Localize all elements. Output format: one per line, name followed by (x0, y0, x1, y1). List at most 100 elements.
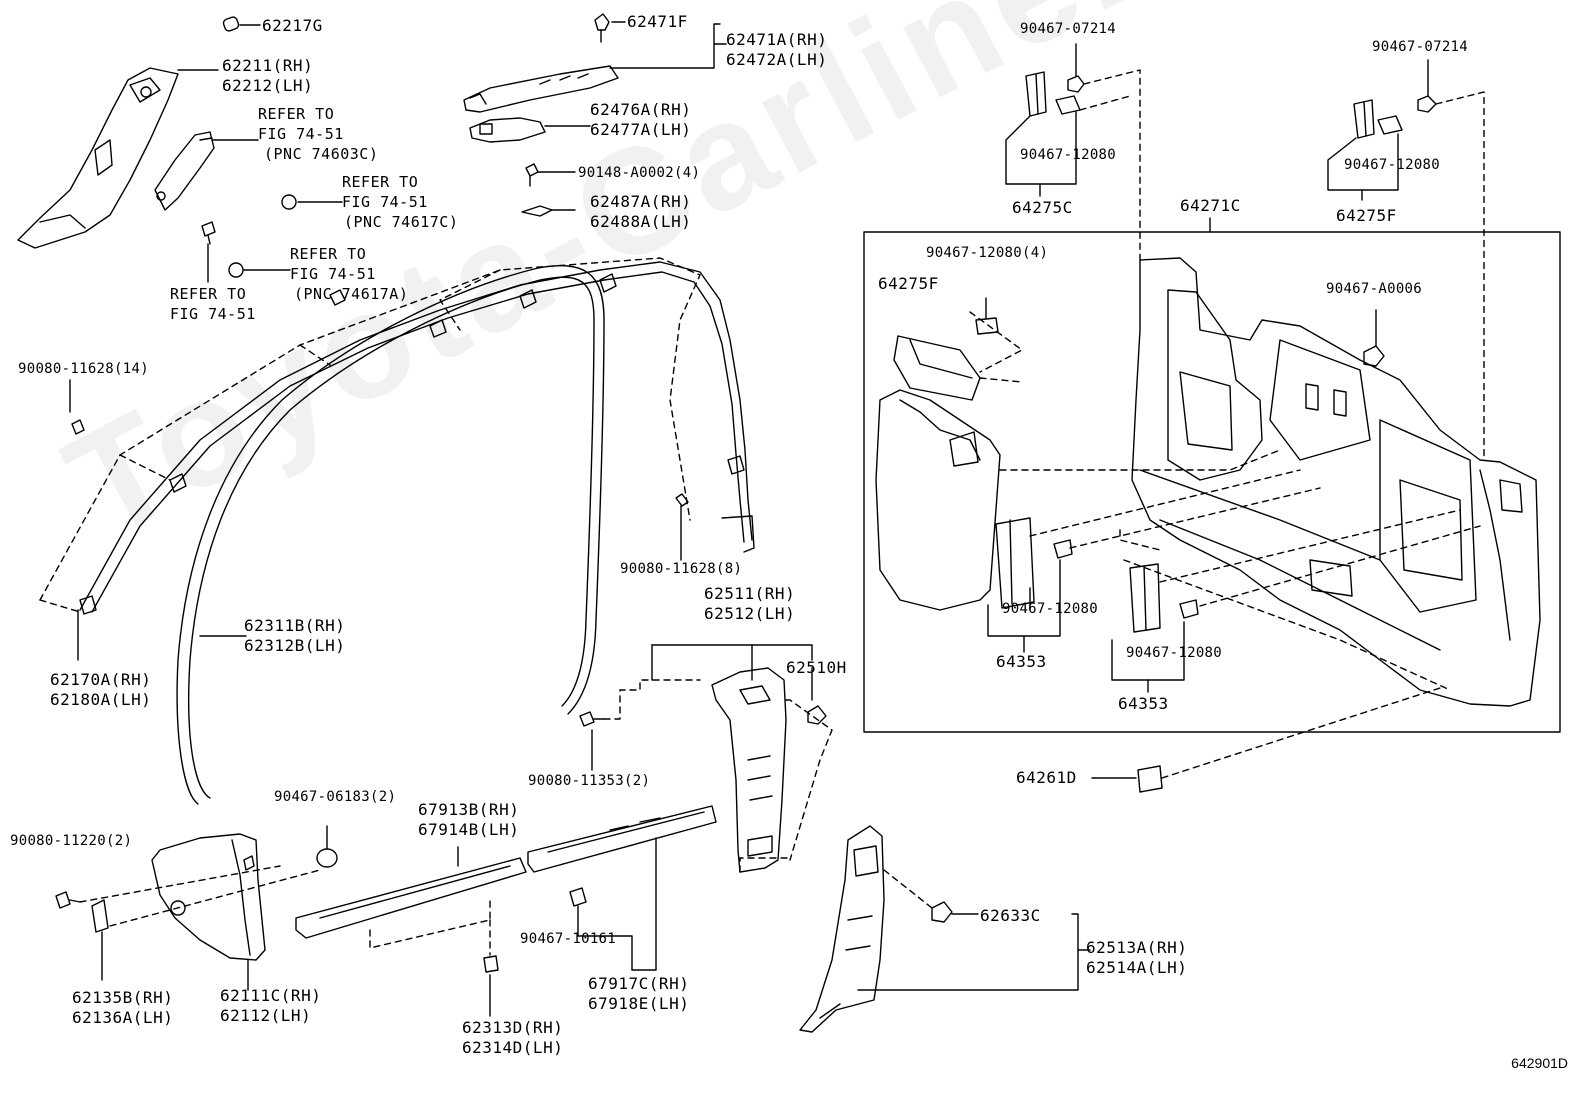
front-scuff-plate (295, 857, 527, 939)
screw-90148 (525, 163, 539, 187)
label-62312b: 62312B(LH) (244, 636, 346, 655)
rear-quarter-trim-panel (1131, 257, 1541, 707)
clip-64275c-retainer (1055, 95, 1081, 115)
label-62471f: 62471F (627, 12, 688, 31)
label-ref2-a: REFER TO (342, 173, 419, 191)
screw-90080-14 (71, 419, 85, 435)
label-62170a: 62170A(RH) (50, 670, 152, 689)
label-62488a: 62488A(LH) (590, 212, 692, 231)
pillar-bracket (154, 131, 215, 211)
label-90467-12080-a: 90467-12080 (1020, 147, 1117, 163)
bpillar-screw (579, 711, 605, 727)
label-64275f-top: 64275F (1336, 206, 1397, 225)
label-62487a: 62487A(RH) (590, 192, 692, 211)
label-62313d: 62313D(RH) (462, 1018, 564, 1037)
label-90080-11628-14: 90080-11628(14) (18, 361, 149, 377)
label-90467-a0006: 90467-A0006 (1326, 281, 1423, 297)
clip-62633c (931, 901, 979, 923)
label-ref4-b: FIG 74-51 (170, 305, 256, 323)
label-90467-06183: 90467-06183(2) (274, 789, 397, 805)
label-90148: 90148-A0002(4) (578, 165, 701, 181)
label-ref3-a: REFER TO (290, 245, 367, 263)
label-64353-b: 64353 (1118, 694, 1169, 713)
label-ref1-a: REFER TO (258, 105, 335, 123)
label-62314d: 62314D(LH) (462, 1038, 564, 1057)
label-90080-11628-8: 90080-11628(8) (620, 561, 743, 577)
cowl-side-trim (151, 833, 266, 961)
label-90467-12080-4: 90467-12080(4) (926, 245, 1049, 261)
label-62135b: 62135B(RH) (72, 988, 174, 1007)
label-62477a: 62477A(LH) (590, 120, 692, 139)
label-67918e: 67918E(LH) (588, 994, 690, 1013)
clip-62135b (91, 899, 109, 981)
label-ref3-c: (PNC 74617A) (294, 285, 409, 303)
rear-scuff-plate (527, 805, 717, 873)
label-64271c: 64271C (1180, 196, 1241, 215)
label-64275f-box: 64275F (878, 274, 939, 293)
label-64353-a: 64353 (996, 652, 1047, 671)
clip-62313d (483, 955, 499, 973)
nut-90467-06183 (316, 825, 338, 868)
label-62476a: 62476A(RH) (590, 100, 692, 119)
clip-set-4 (975, 297, 999, 335)
clip-90467-12080-right (1179, 599, 1199, 619)
label-90467-07214-b: 90467-07214 (1372, 39, 1469, 55)
a-pillar-garnish (17, 67, 179, 249)
label-ref3-b: FIG 74-51 (290, 265, 376, 283)
handle-bracket (469, 117, 546, 143)
label-62211: 62211(RH) (222, 56, 314, 75)
label-64261d: 64261D (1016, 768, 1077, 787)
label-90467-07214-a: 90467-07214 (1020, 21, 1117, 37)
label-62471a: 62471A(RH) (726, 30, 828, 49)
label-62512: 62512(LH) (704, 604, 796, 623)
label-62112: 62112(LH) (220, 1006, 312, 1025)
label-90467-10161: 90467-10161 (520, 931, 617, 947)
label-64275c: 64275C (1012, 198, 1073, 217)
label-62511: 62511(RH) (704, 584, 796, 603)
label-90080-11220: 90080-11220(2) (10, 833, 133, 849)
label-62513a: 62513A(RH) (1086, 938, 1188, 957)
bracket-64275f-box (893, 335, 981, 401)
label-90467-12080-d: 90467-12080 (1126, 645, 1223, 661)
door-opening-trim (176, 265, 605, 805)
cover-62487a (521, 205, 553, 217)
clip-64261d (1137, 765, 1163, 793)
quarter-trim-lower (799, 825, 885, 1033)
bracket-64275f-top (1353, 99, 1375, 139)
label-62514a: 62514A(LH) (1086, 958, 1188, 977)
bracket-64275c (1025, 71, 1047, 117)
label-ref1-b: FIG 74-51 (258, 125, 344, 143)
clip-62510h (807, 705, 827, 725)
label-62510h: 62510H (786, 658, 847, 677)
bracket-64353-left (995, 517, 1035, 609)
clip-64275f-screw (1417, 59, 1437, 113)
label-62212: 62212(LH) (222, 76, 314, 95)
label-ref4-a: REFER TO (170, 285, 247, 303)
label-62136a: 62136A(LH) (72, 1008, 174, 1027)
label-90467-12080-b: 90467-12080 (1344, 157, 1441, 173)
label-62180a: 62180A(LH) (50, 690, 152, 709)
clip-62471f (594, 13, 610, 43)
refer-clip-74617a (228, 262, 244, 278)
label-62633c: 62633C (980, 906, 1041, 925)
label-67917c: 67917C(RH) (588, 974, 690, 993)
pillar-screw (201, 221, 216, 245)
label-67913b: 67913B(RH) (418, 800, 520, 819)
clip-90467-12080-left (1053, 539, 1073, 559)
clip-64275f-retainer (1377, 115, 1403, 135)
roof-handle-trim (463, 65, 619, 113)
diagram-id: 642901D (1511, 1055, 1568, 1071)
screw-90080-11220 (55, 891, 81, 909)
label-62111c: 62111C(RH) (220, 986, 322, 1005)
label-62311b: 62311B(RH) (244, 616, 346, 635)
clip-64275c-screw (1067, 43, 1085, 93)
b-pillar-trim (711, 667, 787, 873)
rear-trim-assembly-box (863, 231, 1561, 733)
label-ref1-c: (PNC 74603C) (264, 145, 379, 163)
label-90080-11353: 90080-11353(2) (528, 773, 651, 789)
clip-90467-10161 (569, 887, 587, 937)
bracket-64353-right (1129, 563, 1161, 633)
clip-90467-a0006 (1363, 309, 1385, 367)
